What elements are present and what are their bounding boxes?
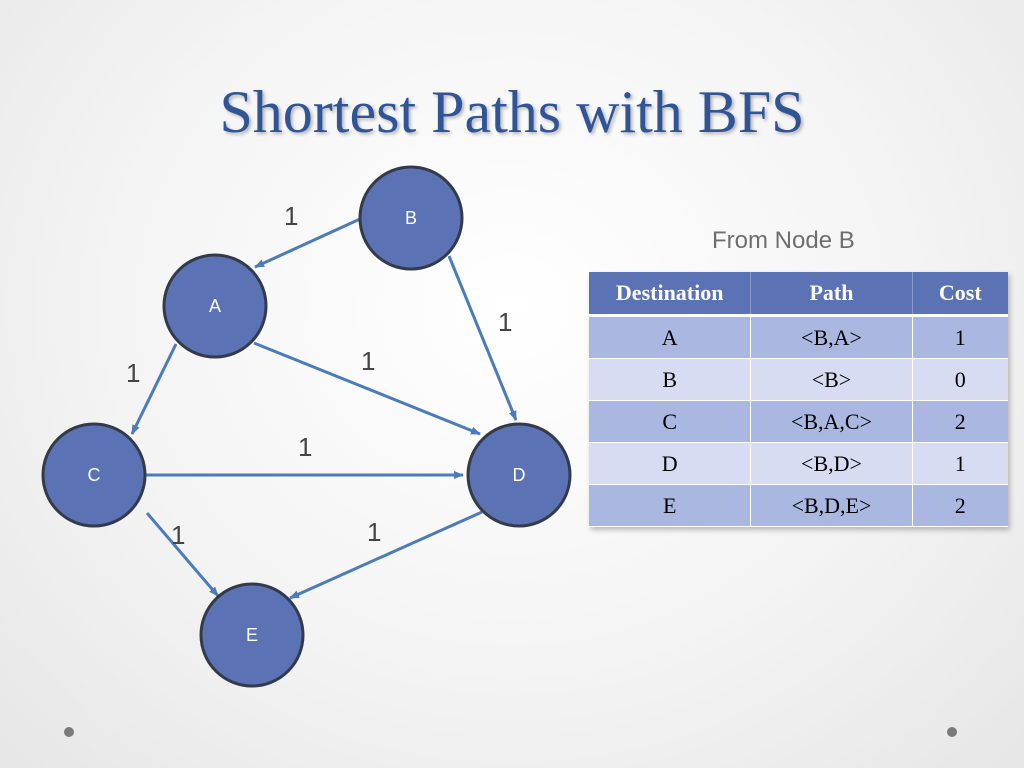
path-cell: <B,D> [750, 442, 913, 485]
table-row: C <B,A,C> 2 [589, 400, 1008, 443]
cost-cell: 0 [912, 358, 1008, 401]
node-a: A [162, 253, 268, 359]
edge-weight: 1 [126, 358, 140, 388]
table-row: B <B> 0 [589, 358, 1008, 401]
node-label: C [88, 465, 101, 485]
destination-cell: C [589, 400, 752, 443]
edge-a-d: 1 [253, 341, 481, 436]
node-label: E [246, 625, 258, 645]
edge-a-c: 1 [126, 343, 178, 435]
cost-cell: 2 [912, 484, 1008, 527]
slide-title: Shortest Paths with BFS [219, 79, 805, 145]
destination-cell: B [589, 358, 752, 401]
node-c: C [41, 422, 147, 528]
node-b: B [358, 165, 464, 271]
edge-weight: 1 [298, 432, 312, 462]
destination-cell: D [589, 442, 752, 485]
column-header-path: Path [750, 272, 913, 317]
edge-weight: 1 [361, 346, 375, 376]
edge-weight: 1 [367, 517, 381, 547]
table-caption: From Node B [712, 227, 855, 254]
node-label: B [405, 208, 417, 228]
node-d: D [466, 422, 572, 528]
node-e: E [199, 582, 305, 688]
cost-cell: 2 [912, 400, 1008, 443]
edge-d-e: 1 [289, 510, 483, 600]
slide-decoration-dot-left [64, 727, 74, 737]
path-cell: <B,A> [750, 315, 913, 359]
destination-cell: A [589, 315, 752, 359]
path-cell: <B,A,C> [750, 400, 913, 443]
path-cell: <B,D,E> [750, 484, 913, 527]
edge-weight: 1 [284, 201, 298, 231]
edge-c-d: 1 [146, 432, 464, 479]
edge-b-a: 1 [254, 201, 361, 269]
edge-weight: 1 [498, 307, 512, 337]
column-header-cost: Cost [912, 272, 1008, 317]
table-row: D <B,D> 1 [589, 442, 1008, 485]
shortest-path-table: Destination Path Cost A <B,A> 1 B <B> 0 … [589, 272, 1008, 527]
node-label: D [513, 465, 526, 485]
table-row: A <B,A> 1 [589, 315, 1008, 359]
table-header-row: Destination Path Cost [589, 272, 1008, 317]
destination-cell: E [589, 484, 752, 527]
edge-weight: 1 [171, 520, 185, 550]
table-row: E <B,D,E> 2 [589, 484, 1008, 527]
path-cell: <B> [750, 358, 913, 401]
edge-c-e: 1 [145, 512, 220, 597]
slide-decoration-dot-right [947, 727, 957, 737]
cost-cell: 1 [912, 315, 1008, 359]
graph-diagram: 1 1 1 1 1 1 1 B A C D E [41, 165, 572, 688]
edge-b-d: 1 [447, 255, 518, 421]
cost-cell: 1 [912, 442, 1008, 485]
column-header-destination: Destination [589, 272, 752, 317]
node-label: A [209, 296, 221, 316]
